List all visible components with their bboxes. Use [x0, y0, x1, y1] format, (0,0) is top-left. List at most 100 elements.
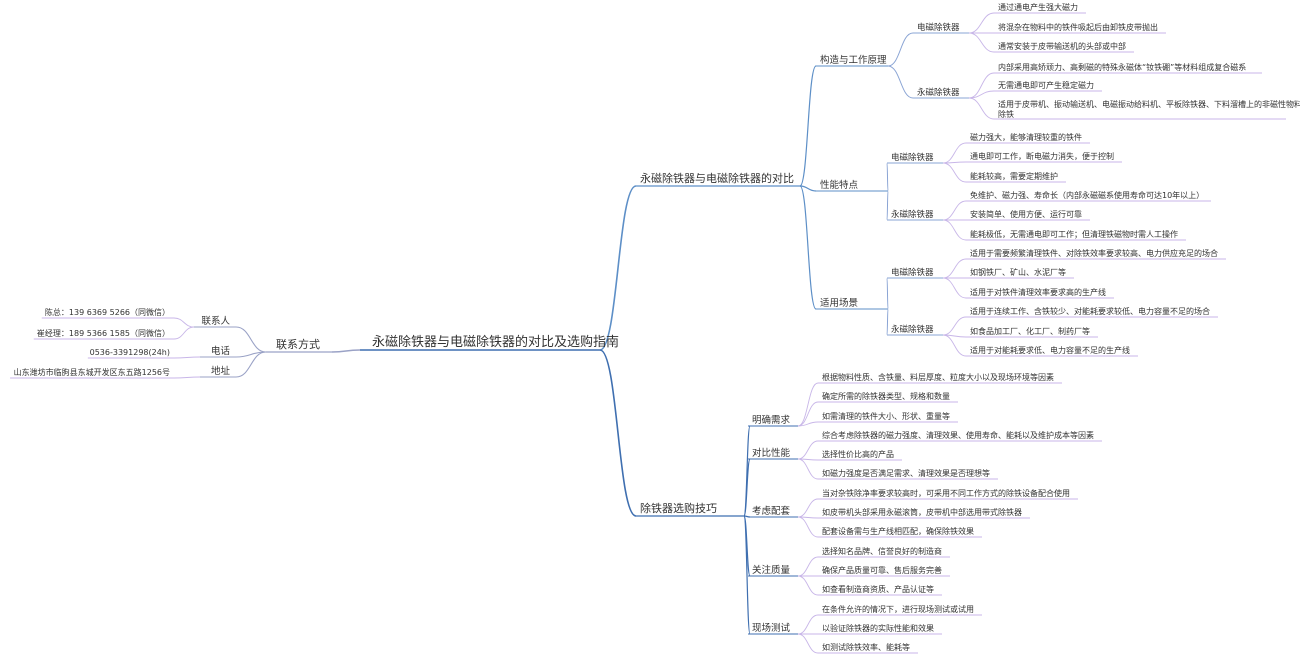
leaf-text: 如钢铁厂、矿山、水泥厂等	[970, 267, 1066, 277]
sub-branch-line	[743, 425, 751, 517]
sub-topic: 考虑配套	[752, 505, 791, 517]
sub-branch-line	[743, 515, 751, 635]
leaf-text: 通过通电产生强大磁力	[998, 2, 1078, 12]
category-line	[886, 308, 889, 336]
leaf-text: 内部采用高矫顽力、高剩磁的特殊永磁体“钕铁硼”等材料组成复合磁系	[998, 62, 1246, 72]
leaf-text: 磁力强大，能够清理较重的铁件	[970, 132, 1082, 142]
category-line	[887, 65, 914, 99]
branch-topic: 联系方式	[276, 337, 320, 351]
leaf-text: 崔经理：189 5366 1585（同微信）	[37, 328, 170, 338]
leaf-line	[173, 326, 195, 340]
sub-topic: 对比性能	[752, 447, 791, 459]
leaf-text: 确保产品质量可靠、售后服务完善	[822, 565, 942, 575]
leaf-text: 安装简单、使用方便、运行可靠	[970, 209, 1082, 219]
leaf-line	[968, 32, 995, 53]
leaf-text: 在条件允许的情况下，进行现场测试或试用	[822, 604, 974, 614]
leaf-text: 能耗较高，需要定期维护	[970, 171, 1058, 181]
leaf-line	[173, 376, 201, 379]
leaf-line	[797, 498, 819, 518]
sub-branch-line	[799, 185, 817, 310]
leaf-line	[942, 334, 967, 357]
leaf-line	[797, 401, 819, 427]
leaf-text: 综合考虑除铁器的磁力强度、清理效果、使用寿命、能耗以及维护成本等因素	[822, 430, 1094, 440]
leaf-line	[797, 382, 819, 427]
category-topic: 永磁除铁器	[891, 324, 934, 335]
sub-branch-line	[235, 351, 267, 378]
leaf-line	[968, 90, 995, 99]
leaf-text: 以验证除铁器的实际性能和效果	[822, 623, 934, 633]
sub-branch-line	[799, 65, 817, 187]
leaf-text: 山东潍坊市临朐县东城开发区东五路1256号	[14, 367, 170, 377]
leaf-text: 适用于对铁件清理效率要求高的生产线	[970, 287, 1106, 297]
category-topic: 电磁除铁器	[891, 152, 934, 163]
category-line	[886, 277, 889, 310]
leaf-text: 无需通电即可产生稳定磁力	[998, 80, 1094, 90]
leaf-text-continued: 除铁	[998, 109, 1014, 119]
sub-topic: 现场测试	[752, 622, 791, 634]
leaf-line	[942, 200, 967, 221]
sub-topic: 地址	[211, 365, 231, 377]
leaf-text: 免维护、磁力强、寿命长（内部永磁磁系使用寿命可达10年以上）	[970, 190, 1204, 200]
sub-topic: 电话	[211, 345, 231, 357]
branch-topic: 除铁器选购技巧	[640, 501, 717, 515]
leaf-text: 适用于连续工作、含铁较少、对能耗要求较低、电力容量不足的场合	[970, 306, 1210, 316]
leaf-line	[797, 458, 819, 480]
leaf-line	[797, 440, 819, 460]
category-topic: 永磁除铁器	[917, 87, 960, 98]
leaf-line	[968, 97, 995, 120]
leaf-line	[942, 316, 967, 336]
leaf-line	[797, 575, 819, 596]
leaf-text: 适用于需要频繁清理铁件、对除铁效率要求较高、电力供应充足的场合	[970, 248, 1218, 258]
sub-topic: 适用场景	[820, 298, 858, 309]
sub-branch-line	[235, 326, 267, 353]
leaf-line	[797, 421, 819, 427]
sub-branch-line	[799, 185, 817, 192]
leaf-text: 陈总：139 6369 5266（同微信）	[45, 307, 170, 317]
branch-line	[599, 185, 637, 351]
leaf-line	[942, 219, 967, 241]
leaf-text: 如测试除铁效率、能耗等	[822, 642, 910, 652]
category-topic: 电磁除铁器	[891, 267, 934, 278]
leaf-line	[797, 516, 819, 538]
leaf-text: 将混杂在物料中的铁件吸起后由卸铁皮带抛出	[998, 22, 1158, 32]
leaf-text: 如食品加工厂、化工厂、制药厂等	[970, 326, 1090, 336]
leaf-line	[968, 72, 995, 99]
leaf-line	[797, 633, 819, 654]
leaf-text: 通电即可工作，断电磁力消失，便于控制	[970, 151, 1114, 161]
sub-topic: 构造与工作原理	[820, 54, 887, 66]
leaf-line	[173, 317, 195, 328]
sub-branch-line	[743, 458, 751, 517]
leaf-text: 如皮带机头部采用永磁滚筒，皮带机中部选用带式除铁器	[822, 507, 1022, 517]
leaf-text: 选择性价比高的产品	[822, 449, 894, 459]
sub-topic: 联系人	[201, 316, 230, 327]
branch-line	[331, 349, 361, 353]
leaf-text: 当对杂铁除净率要求较高时，可采用不同工作方式的除铁设备配合使用	[822, 488, 1070, 498]
leaf-line	[797, 556, 819, 577]
category-line	[886, 190, 889, 221]
leaf-line	[942, 142, 967, 164]
category-topic: 永磁除铁器	[891, 209, 934, 220]
leaf-text: 如磁力强度是否满足需求、清理效果是否理想等	[822, 468, 990, 478]
branch-topic: 永磁除铁器与电磁除铁器的对比	[640, 171, 794, 185]
leaf-text: 能耗极低，无需通电即可工作；但清理铁磁物时需人工操作	[970, 229, 1178, 239]
leaf-line	[797, 614, 819, 635]
sub-topic: 性能特点	[820, 179, 859, 191]
leaf-text: 如查看制造商资质、产品认证等	[822, 584, 934, 594]
sub-topic: 关注质量	[752, 564, 791, 576]
leaf-text: 适用于皮带机、振动输送机、电磁振动给料机、平板除铁器、下料溜槽上的非磁性物料中	[998, 99, 1300, 109]
sub-topic: 明确需求	[752, 414, 791, 426]
leaf-line	[942, 258, 967, 279]
leaf-line	[968, 12, 995, 34]
leaf-text: 选择知名品牌、信誉良好的制造商	[822, 546, 942, 556]
leaf-text: 配套设备需与生产线相匹配，确保除铁效果	[822, 526, 974, 536]
leaf-line	[173, 356, 201, 359]
category-line	[886, 162, 889, 192]
category-topic: 电磁除铁器	[917, 22, 960, 33]
branch-line	[599, 349, 637, 517]
leaf-text: 确定所需的除铁器类型、规格和数量	[822, 391, 950, 401]
leaf-line	[942, 162, 967, 183]
category-line	[887, 32, 914, 67]
leaf-text: 0536-3391298(24h)	[90, 348, 170, 357]
root-topic: 永磁除铁器与电磁除铁器的对比及选购指南	[372, 334, 619, 350]
